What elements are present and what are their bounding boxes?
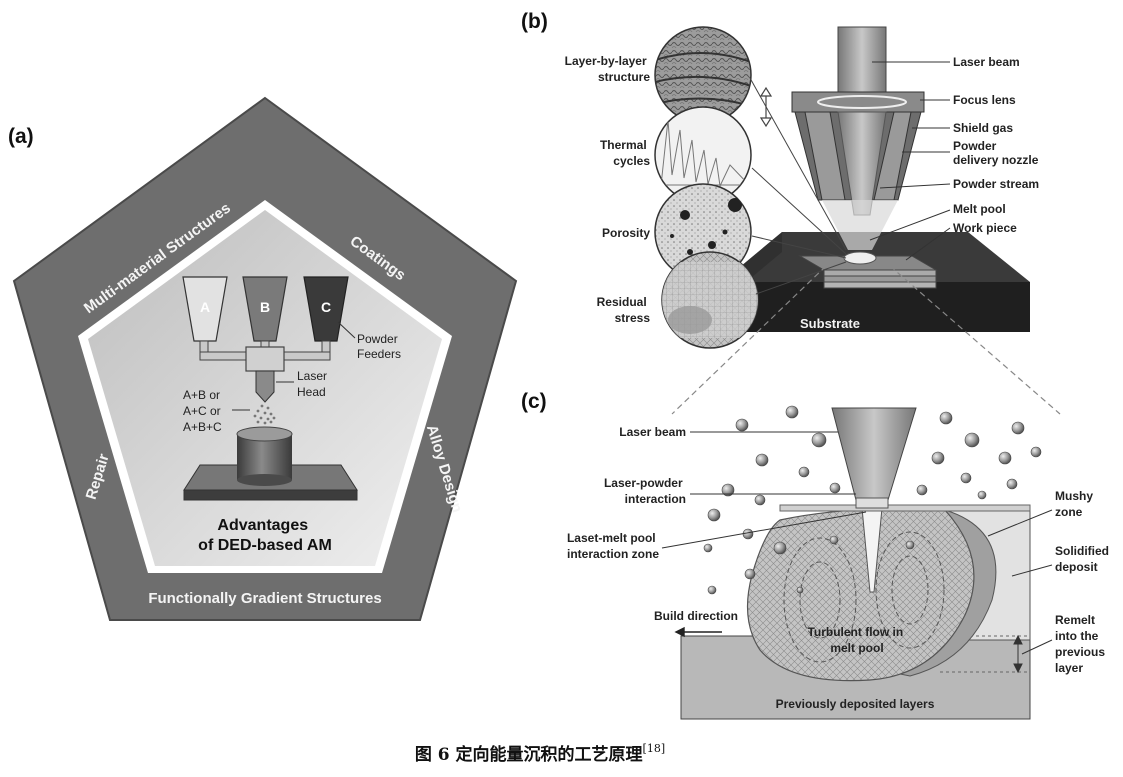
label-focus-lens: Focus lens [953, 93, 1016, 107]
powder-stream [822, 200, 898, 250]
label-build-direction: Build direction [654, 609, 738, 623]
melt-pool [843, 251, 877, 265]
powder-particles [703, 405, 1042, 595]
melt-surface [779, 504, 1031, 512]
zoom-lines [671, 265, 1061, 415]
label-powder-stream: Powder stream [953, 177, 1039, 191]
build-direction-arrow [674, 626, 722, 638]
label-advantages: Advantages of DED-based AM [198, 517, 332, 554]
label-substrate: Substrate [800, 316, 860, 331]
label-melt-pool: Melt pool [953, 202, 1006, 216]
laser-head [255, 370, 275, 403]
remelt-arrow [1013, 634, 1023, 674]
svg-text:C: C [321, 299, 331, 315]
label-layer-by-layer: Layer-by-layer structure [565, 54, 651, 84]
powder-spray [253, 404, 276, 425]
label-residual-stress: Residual stress [597, 295, 651, 325]
label-powder-nozzle: Powder delivery nozzle [953, 139, 1039, 167]
label-previous-layers: Previously deposited layers [776, 697, 935, 711]
label-mushy-zone: Mushy zone [1055, 489, 1096, 519]
label-laset-melt-pool: Laset-melt pool interaction zone [567, 531, 659, 561]
powder-nozzle [791, 91, 925, 216]
label-porosity: Porosity [602, 226, 650, 240]
panel-b: (b) Substrate [521, 10, 1061, 415]
right-leaders-c [987, 509, 1053, 655]
panel-a-tag: (a) [8, 125, 34, 148]
side-functionally-gradient: Functionally Gradient Structures [148, 590, 381, 607]
label-laser-head: Laser Head [297, 369, 330, 399]
svg-text:B: B [260, 299, 270, 315]
laser-beam-cone [831, 407, 917, 501]
substrate-front [722, 282, 1030, 332]
right-leaders-b [869, 61, 951, 261]
powder-feeder-c: C [303, 276, 349, 342]
label-work-piece: Work piece [953, 221, 1017, 235]
label-turbulent-flow: Turbulent flow in melt pool [807, 625, 906, 655]
leader-powder-feeders [337, 321, 356, 339]
panel-c: (c) Previously deposited layers [521, 390, 1112, 720]
label-shield-gas: Shield gas [953, 121, 1013, 135]
build-plate-front [183, 489, 358, 501]
powder-feeder-a: A [182, 276, 228, 342]
circle-connectors [749, 77, 847, 295]
label-c-laser-beam: Laser beam [619, 425, 686, 439]
label-b-laser-beam: Laser beam [953, 55, 1020, 69]
label-mixes: A+B or A+C or A+B+C [183, 388, 224, 434]
left-leaders-c [661, 431, 867, 549]
svg-text:A: A [200, 299, 210, 315]
residual-stress-circle [661, 251, 759, 349]
panel-c-tag: (c) [521, 390, 547, 413]
panel-b-tag: (b) [521, 10, 548, 33]
label-remelt: Remelt into the previous layer [1055, 613, 1108, 675]
powder-feeder-b: B [242, 276, 288, 342]
label-thermal-cycles: Thermal cycles [600, 138, 650, 168]
deposited-cylinder [236, 426, 293, 486]
label-laser-powder: Laser-powder interaction [604, 476, 686, 506]
mixing-box [245, 346, 285, 372]
label-solidified-deposit: Solidified deposit [1055, 544, 1112, 574]
panel-a: (a) Multi-material Structures Coatings A… [8, 96, 518, 621]
label-powder-feeders: Powder Feeders [357, 332, 401, 361]
flow-loops [783, 531, 945, 663]
figure-caption: 图 6 定向能量沉积的工艺原理[18] [415, 742, 665, 765]
